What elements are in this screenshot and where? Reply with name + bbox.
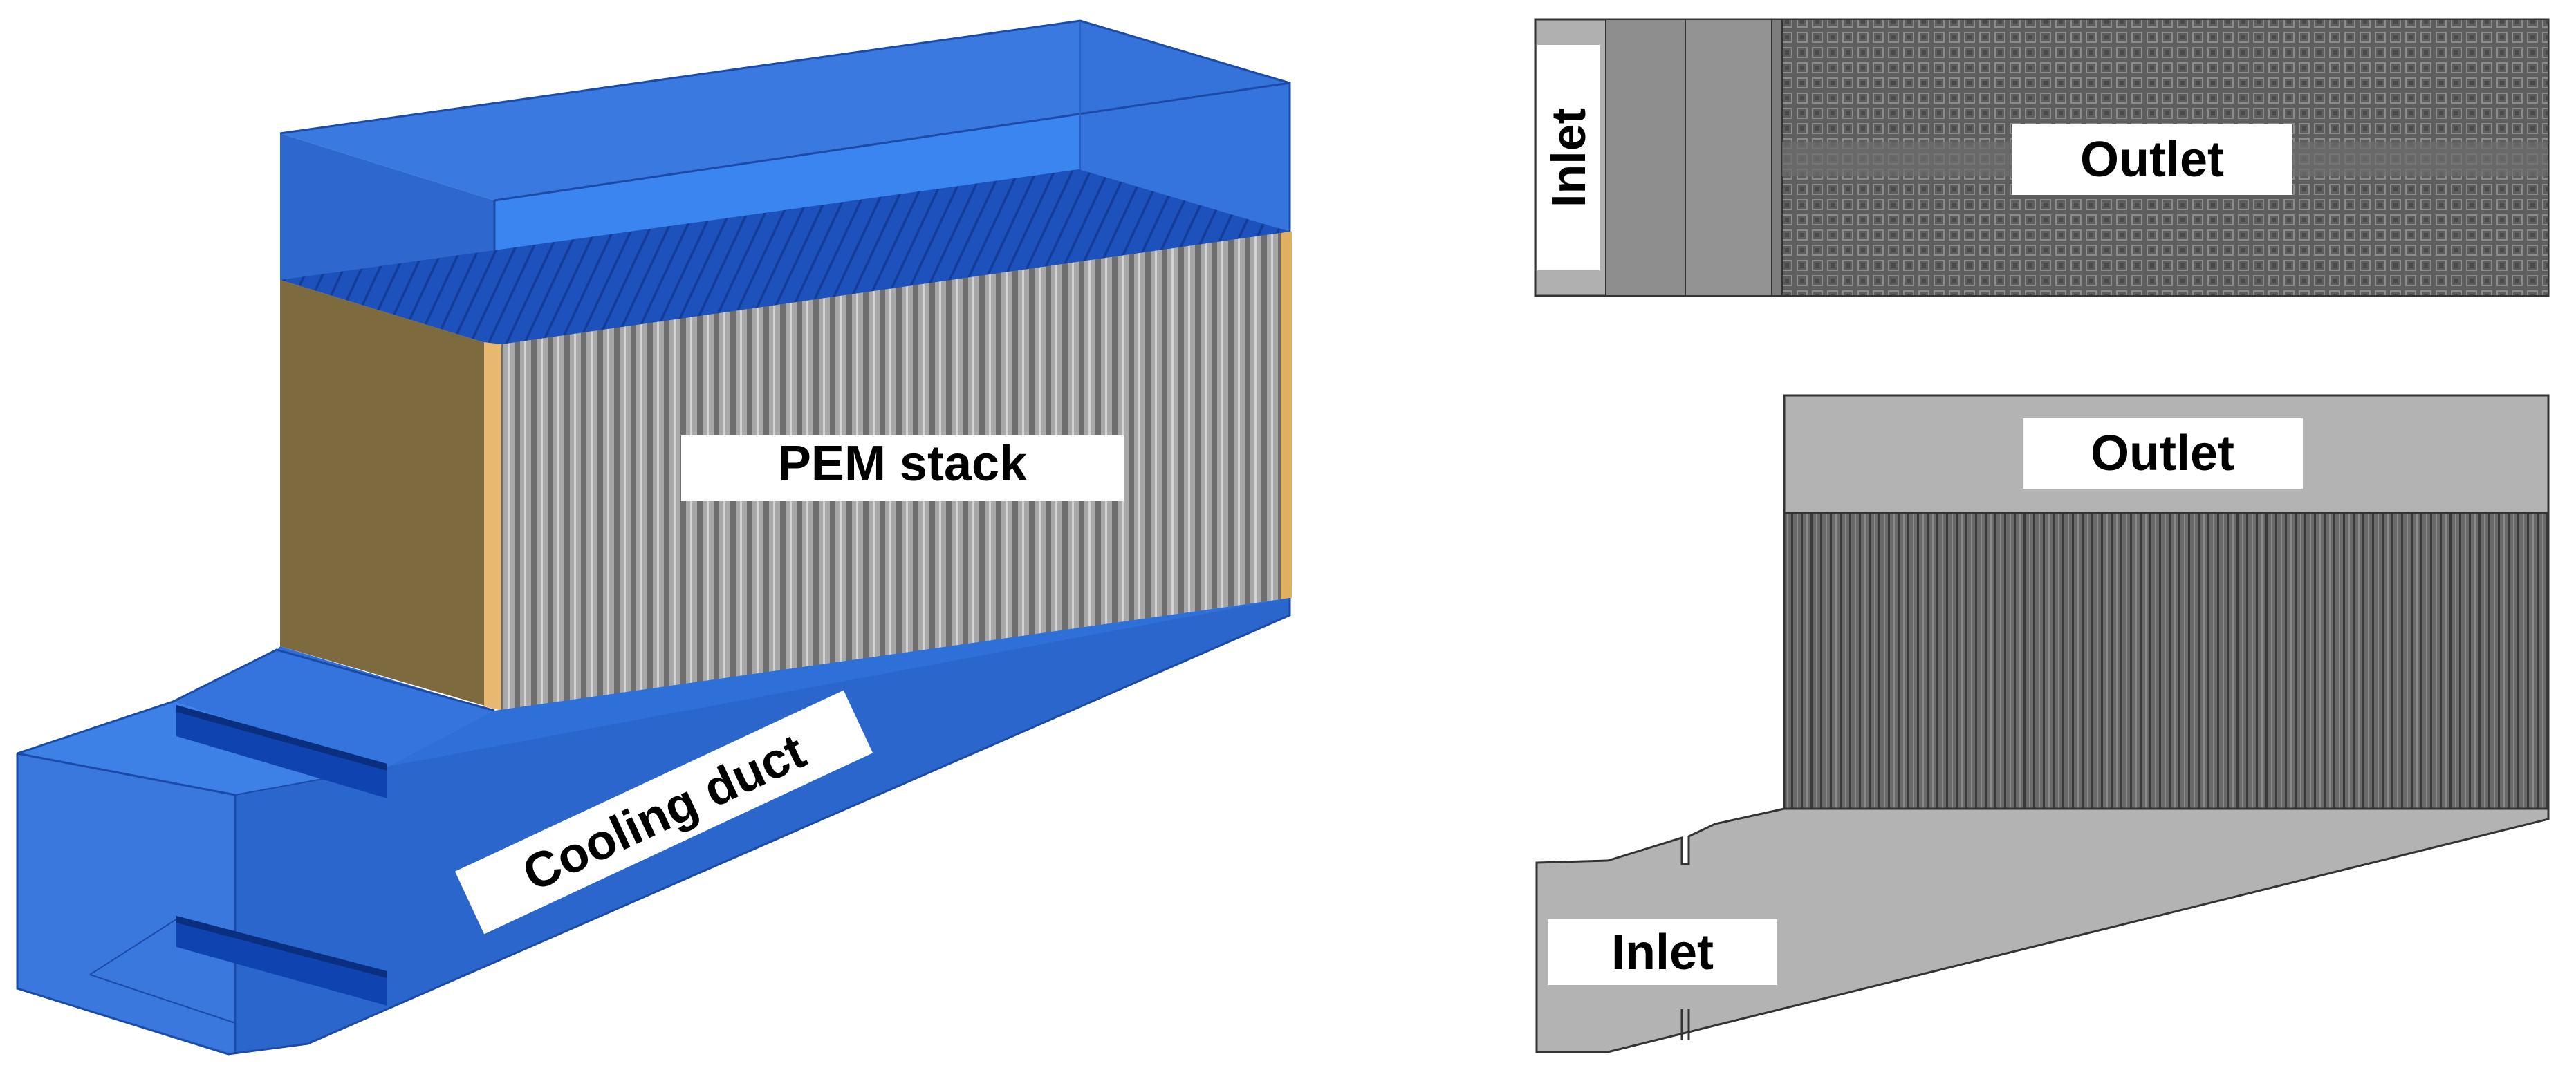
outlet-plenum-front-face xyxy=(280,133,494,290)
side-view-inlet-duct xyxy=(1535,807,2550,1053)
side-view-outlet-label-text: Outlet xyxy=(2091,426,2234,481)
stack-end-plate xyxy=(280,280,494,709)
top-view-inlet-label: Inlet xyxy=(1537,45,1600,270)
top-view-inlet-label-text: Inlet xyxy=(1541,108,1595,207)
pem-stack-label: PEM stack xyxy=(681,435,1124,501)
pem-stack-label-text: PEM stack xyxy=(778,436,1028,491)
stack-end-plate-edge xyxy=(484,342,501,711)
cooling-duct-label-box xyxy=(454,690,873,935)
side-view-inlet-label: Inlet xyxy=(1548,919,1777,985)
side-view-inlet-label-box xyxy=(1548,919,1777,985)
top-view-mid-strip xyxy=(1685,19,1772,297)
stack-right-plate xyxy=(1281,232,1292,599)
iso-view: PEM stack Cooling duct xyxy=(16,19,1292,1056)
pem-stack-label-box xyxy=(681,435,1124,501)
duct-edges xyxy=(17,648,495,755)
stack-top-fins xyxy=(280,169,1290,346)
outlet-plenum-right-face xyxy=(1080,21,1290,235)
top-view-inlet-label-box xyxy=(1537,45,1600,270)
duct-left-face xyxy=(17,726,235,1054)
duct-slot-lower xyxy=(176,916,387,1006)
stack-top-tint xyxy=(280,169,1290,346)
top-view-outlet-label: Outlet xyxy=(2012,124,2292,195)
top-view-outlet-label-text: Outlet xyxy=(2080,132,2224,187)
side-view-outlet-label-box xyxy=(2023,418,2303,489)
top-view-outlet-label-box xyxy=(2012,124,2292,195)
side-view-fins xyxy=(1783,512,2550,810)
side-view-outlet-label: Outlet xyxy=(2023,418,2303,489)
duct-slot-upper xyxy=(176,705,387,798)
outlet-plenum-edges xyxy=(279,19,1291,235)
side-view-inlet-label-text: Inlet xyxy=(1611,925,1714,980)
duct-neck xyxy=(173,650,494,767)
side-view: Outlet Inlet xyxy=(1535,394,2550,1053)
duct-inlet-top xyxy=(17,702,387,795)
top-view-inlet-strip xyxy=(1605,19,1686,297)
outlet-plenum-top-face xyxy=(280,21,1290,200)
duct-lower-face xyxy=(235,598,1290,1054)
top-view: Inlet Outlet xyxy=(1534,18,2550,297)
